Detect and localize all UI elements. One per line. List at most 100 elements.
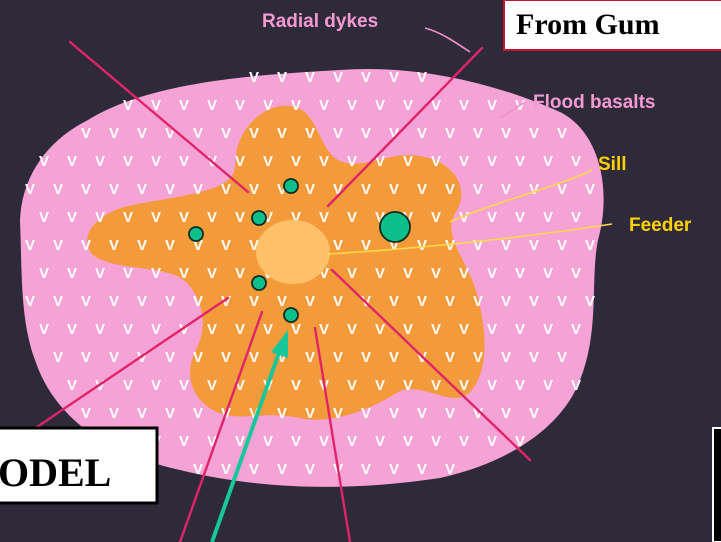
- v-symbol: V: [473, 293, 483, 310]
- v-symbol: V: [361, 125, 371, 142]
- v-symbol: V: [501, 405, 511, 422]
- v-symbol: V: [277, 405, 287, 422]
- v-symbol: V: [263, 321, 273, 338]
- v-symbol: V: [557, 125, 567, 142]
- label-sill: Sill: [598, 154, 627, 175]
- v-symbol: V: [347, 265, 357, 282]
- v-symbol: V: [39, 209, 49, 226]
- v-symbol: V: [291, 377, 301, 394]
- v-symbol: V: [557, 237, 567, 254]
- v-symbol: V: [81, 237, 91, 254]
- v-symbol: V: [347, 209, 357, 226]
- v-symbol: V: [403, 377, 413, 394]
- v-symbol: V: [389, 181, 399, 198]
- v-symbol: V: [291, 97, 301, 114]
- v-symbol: V: [543, 153, 553, 170]
- v-symbol: V: [81, 349, 91, 366]
- v-symbol: V: [361, 405, 371, 422]
- v-symbol: V: [249, 125, 259, 142]
- v-symbol: V: [221, 237, 231, 254]
- v-symbol: V: [543, 265, 553, 282]
- dot: [252, 276, 266, 290]
- v-symbol: V: [487, 377, 497, 394]
- v-symbol: V: [305, 461, 315, 478]
- v-symbol: V: [193, 181, 203, 198]
- v-symbol: V: [473, 237, 483, 254]
- v-symbol: V: [249, 461, 259, 478]
- v-symbol: V: [529, 237, 539, 254]
- v-symbol: V: [39, 321, 49, 338]
- v-symbol: V: [361, 349, 371, 366]
- v-symbol: V: [501, 181, 511, 198]
- dot: [189, 227, 203, 241]
- v-symbol: V: [221, 125, 231, 142]
- v-symbol: V: [543, 321, 553, 338]
- v-symbol: V: [515, 153, 525, 170]
- v-symbol: V: [207, 377, 217, 394]
- v-symbol: V: [557, 349, 567, 366]
- v-symbol: V: [67, 209, 77, 226]
- v-symbol: V: [95, 265, 105, 282]
- v-symbol: V: [543, 377, 553, 394]
- v-symbol: V: [277, 461, 287, 478]
- v-symbol: V: [445, 237, 455, 254]
- v-symbol: V: [571, 209, 581, 226]
- v-symbol: V: [375, 97, 385, 114]
- v-symbol: V: [207, 97, 217, 114]
- v-symbol: V: [445, 125, 455, 142]
- v-symbol: V: [221, 181, 231, 198]
- dot-large: [380, 212, 410, 242]
- v-symbol: V: [235, 265, 245, 282]
- v-symbol: V: [347, 321, 357, 338]
- v-symbol: V: [109, 405, 119, 422]
- v-symbol: V: [403, 321, 413, 338]
- v-symbol: V: [571, 265, 581, 282]
- v-symbol: V: [95, 209, 105, 226]
- v-symbol: V: [305, 125, 315, 142]
- model-box-text: ODEL: [0, 450, 111, 495]
- v-symbol: V: [431, 433, 441, 450]
- v-symbol: V: [487, 265, 497, 282]
- v-symbol: V: [151, 321, 161, 338]
- v-symbol: V: [179, 209, 189, 226]
- v-symbol: V: [221, 461, 231, 478]
- v-symbol: V: [445, 461, 455, 478]
- v-symbol: V: [109, 181, 119, 198]
- v-symbol: V: [347, 97, 357, 114]
- v-symbol: V: [123, 209, 133, 226]
- v-symbol: V: [67, 377, 77, 394]
- v-symbol: V: [529, 181, 539, 198]
- v-symbol: V: [431, 377, 441, 394]
- title-box-text: From Gum: [516, 8, 660, 41]
- v-symbol: V: [389, 405, 399, 422]
- v-symbol: V: [333, 237, 343, 254]
- v-symbol: V: [53, 237, 63, 254]
- v-symbol: V: [417, 293, 427, 310]
- v-symbol: V: [109, 349, 119, 366]
- v-symbol: V: [403, 265, 413, 282]
- v-symbol: V: [319, 153, 329, 170]
- v-symbol: V: [179, 97, 189, 114]
- v-symbol: V: [67, 321, 77, 338]
- v-symbol: V: [319, 97, 329, 114]
- v-symbol: V: [543, 209, 553, 226]
- v-symbol: V: [249, 349, 259, 366]
- v-symbol: V: [207, 209, 217, 226]
- v-symbol: V: [431, 153, 441, 170]
- v-symbol: V: [123, 153, 133, 170]
- v-symbol: V: [53, 181, 63, 198]
- v-symbol: V: [333, 405, 343, 422]
- v-symbol: V: [459, 321, 469, 338]
- v-symbol: V: [179, 433, 189, 450]
- v-symbol: V: [389, 293, 399, 310]
- v-symbol: V: [501, 125, 511, 142]
- v-symbol: V: [515, 265, 525, 282]
- v-symbol: V: [319, 433, 329, 450]
- v-symbol: V: [221, 349, 231, 366]
- v-symbol: V: [305, 349, 315, 366]
- v-symbol: V: [403, 97, 413, 114]
- v-symbol: V: [375, 377, 385, 394]
- v-symbol: V: [487, 153, 497, 170]
- v-symbol: V: [347, 377, 357, 394]
- v-symbol: V: [571, 321, 581, 338]
